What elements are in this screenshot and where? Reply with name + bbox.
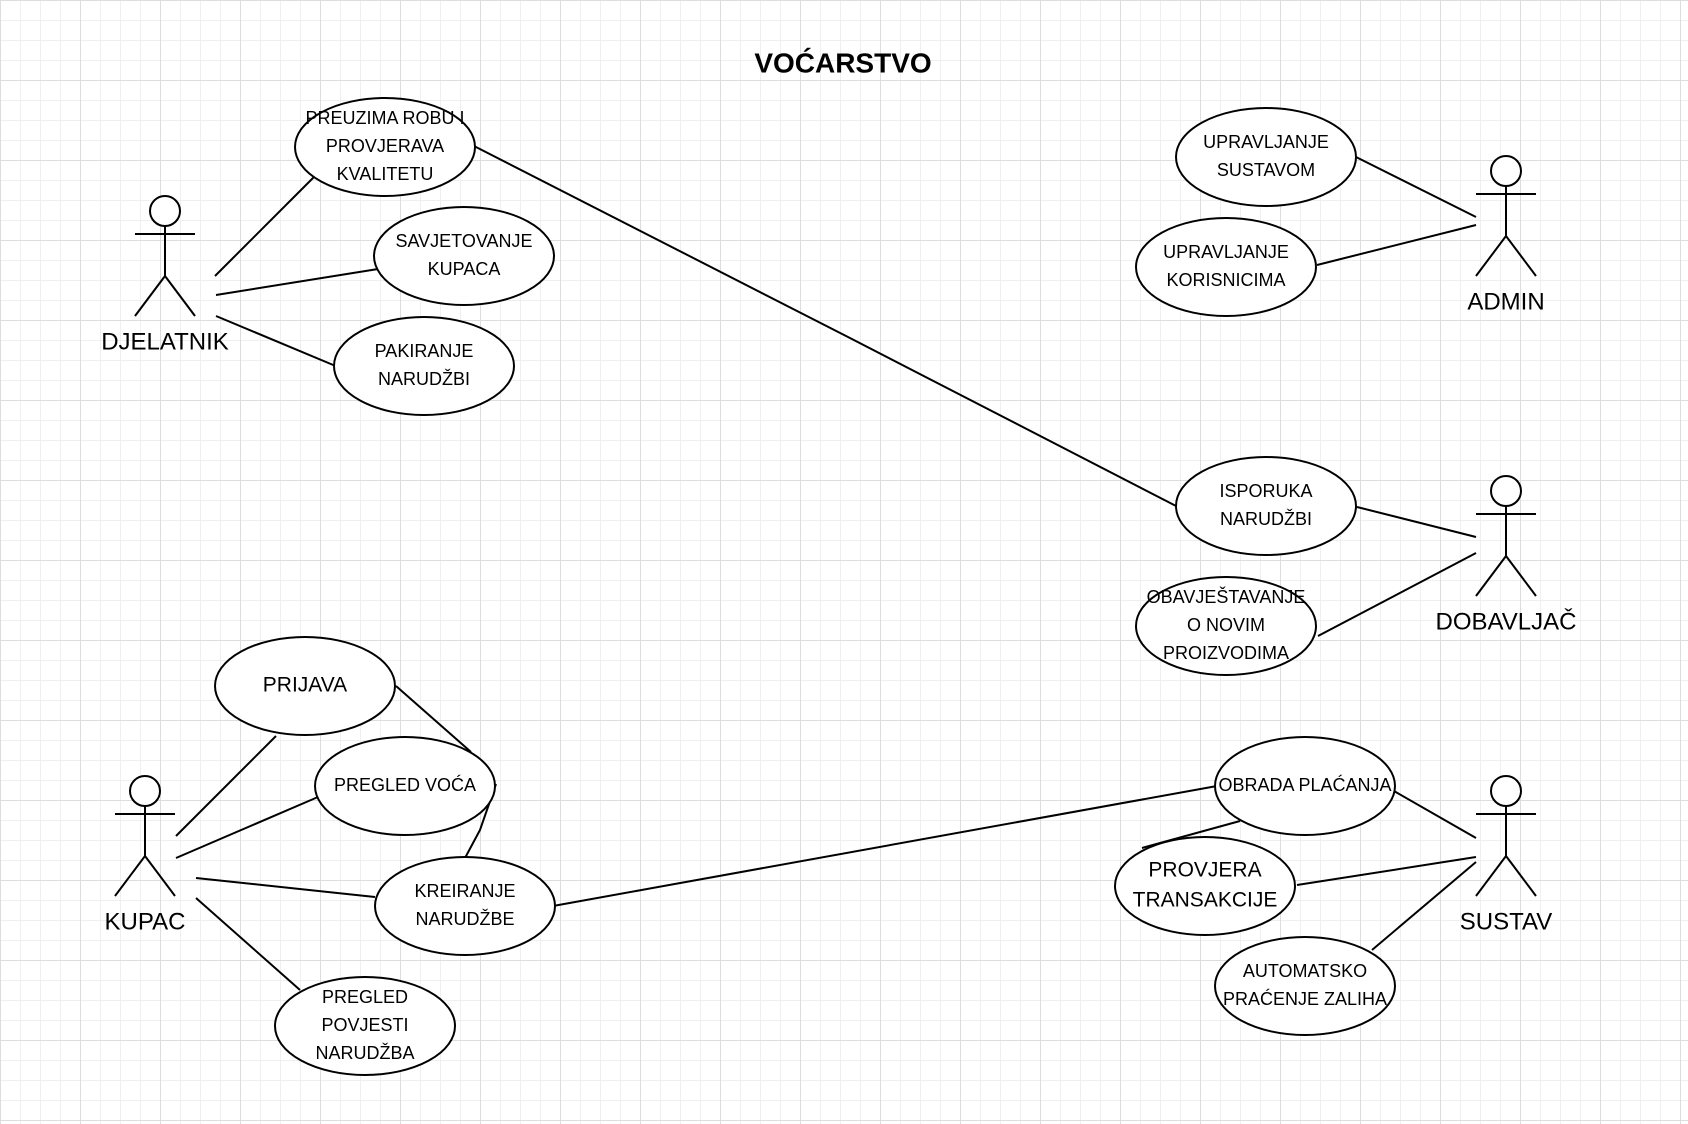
actor-figure-icon xyxy=(114,775,176,897)
edge-admin-upravljanje-sustavom[interactable] xyxy=(1355,156,1477,218)
use-case-label-line: AUTOMATSKO xyxy=(1243,961,1367,981)
use-case-upravljanje-korisnicima[interactable]: UPRAVLJANJE KORISNICIMA xyxy=(1135,217,1317,317)
use-case-label-line: KORISNICIMA xyxy=(1166,270,1285,290)
use-case-label-line: UPRAVLJANJE xyxy=(1163,242,1289,262)
use-case-prijava-label: PRIJAVA xyxy=(263,674,347,697)
edge-djelatnik-savjetovanje[interactable] xyxy=(215,268,379,296)
actor-figure-icon xyxy=(1475,775,1537,897)
use-case-label-line: PRIJAVA xyxy=(263,674,347,697)
use-case-label-line: NARUDŽBE xyxy=(415,909,514,929)
use-case-label-line: NARUDŽBI xyxy=(1220,509,1312,529)
use-case-obrada-placanja-label: OBRADA PLAĆANJA xyxy=(1218,774,1391,795)
associations xyxy=(175,145,1477,991)
edge-sustav-provjera[interactable] xyxy=(1296,856,1477,886)
use-case-label-line: OBRADA PLAĆANJA xyxy=(1218,774,1391,795)
use-case-obrada-placanja[interactable]: OBRADA PLAĆANJA xyxy=(1214,736,1396,836)
use-case-label-line: TRANSAKCIJE xyxy=(1133,889,1278,912)
use-case-label-line: PROVJERAVA xyxy=(326,136,444,156)
use-case-label-line: PRAĆENJE ZALIHA xyxy=(1223,988,1387,1009)
edge-dobavljac-obavjestavanje[interactable] xyxy=(1317,552,1477,637)
use-case-preuzima[interactable]: PREUZIMA ROBU I PROVJERAVA KVALITETU xyxy=(294,97,476,197)
use-case-label-line: PREUZIMA ROBU I xyxy=(305,108,464,128)
use-case-kreiranje[interactable]: KREIRANJE NARUDŽBE xyxy=(374,856,556,956)
actor-sustav[interactable]: SUSTAV xyxy=(1460,775,1552,935)
actor-djelatnik[interactable]: DJELATNIK xyxy=(101,195,229,355)
use-case-pracenje-zaliha-label: AUTOMATSKO PRAĆENJE ZALIHA xyxy=(1223,961,1387,1009)
actor-figure-icon xyxy=(1475,475,1537,597)
use-case-upravljanje-korisnicima-label: UPRAVLJANJE KORISNICIMA xyxy=(1163,242,1289,290)
use-case-label-line: KUPACA xyxy=(428,259,501,279)
use-case-label-line: OBAVJEŠTAVANJE xyxy=(1147,586,1306,607)
use-cases: PREUZIMA ROBU I PROVJERAVA KVALITETU SAVJE… xyxy=(214,97,1396,1076)
use-case-pregled-povijesti[interactable]: PREGLED POVJESTI NARUDŽBA xyxy=(274,976,456,1076)
use-case-pregled-voca-label: PREGLED VOĆA xyxy=(334,774,476,795)
use-case-pregled-voca[interactable]: PREGLED VOĆA xyxy=(314,736,496,836)
use-case-label-line: ISPORUKA xyxy=(1219,481,1312,501)
use-case-pracenje-zaliha[interactable]: AUTOMATSKO PRAĆENJE ZALIHA xyxy=(1214,936,1396,1036)
use-case-label-line: PROIZVODIMA xyxy=(1163,643,1289,663)
actor-figure-icon xyxy=(134,195,196,317)
actor-dobavljac-label: DOBAVLJAČ xyxy=(1436,607,1577,635)
use-case-isporuka[interactable]: ISPORUKA NARUDŽBI xyxy=(1175,456,1357,556)
use-case-upravljanje-sustavom[interactable]: UPRAVLJANJE SUSTAVOM xyxy=(1175,107,1357,207)
use-case-label-line: SUSTAVOM xyxy=(1217,160,1315,180)
use-case-provjera-transakcije-label: PROVJERA TRANSAKCIJE xyxy=(1133,859,1278,912)
actor-kupac[interactable]: KUPAC xyxy=(105,775,186,935)
use-case-label-line: NARUDŽBA xyxy=(315,1043,414,1063)
use-case-pregled-povijesti-label: PREGLED POVJESTI NARUDŽBA xyxy=(315,987,414,1063)
actor-kupac-label: KUPAC xyxy=(105,908,186,935)
actor-djelatnik-label: DJELATNIK xyxy=(101,328,229,355)
use-case-label-line: PREGLED xyxy=(322,987,408,1007)
edge-kreiranje-obrada[interactable] xyxy=(552,785,1218,907)
actor-figure-icon xyxy=(1475,155,1537,277)
actor-admin-label: ADMIN xyxy=(1467,288,1544,315)
use-case-label-line: UPRAVLJANJE xyxy=(1203,132,1329,152)
edge-sustav-obrada[interactable] xyxy=(1393,790,1477,839)
use-case-upravljanje-sustavom-label: UPRAVLJANJE SUSTAVOM xyxy=(1203,132,1329,180)
use-case-kreiranje-label: KREIRANJE NARUDŽBE xyxy=(414,881,515,929)
use-case-label-line: KREIRANJE xyxy=(414,881,515,901)
edge-djelatnik-preuzima[interactable] xyxy=(214,175,316,277)
actor-dobavljac[interactable]: DOBAVLJAČ xyxy=(1436,475,1577,635)
edge-prijava-kreiranje[interactable] xyxy=(395,685,472,753)
use-case-label-line: PROVJERA xyxy=(1148,859,1261,882)
use-case-isporuka-label: ISPORUKA NARUDŽBI xyxy=(1219,481,1312,529)
use-case-label-line: POVJESTI xyxy=(321,1015,408,1035)
use-case-label-line: PAKIRANJE xyxy=(375,341,474,361)
edge-djelatnik-pakiranje[interactable] xyxy=(215,315,339,368)
use-case-label-line: NARUDŽBI xyxy=(378,369,470,389)
use-case-savjetovanje[interactable]: SAVJETOVANJE KUPACA xyxy=(373,206,555,306)
use-case-provjera-transakcije[interactable]: PROVJERA TRANSAKCIJE xyxy=(1114,836,1296,936)
use-case-pakiranje[interactable]: PAKIRANJE NARUDŽBI xyxy=(333,316,515,416)
use-case-obavjestavanje-label: OBAVJEŠTAVANJE O NOVIM PROIZVODIMA xyxy=(1147,586,1306,663)
edge-preuzima-isporuka[interactable] xyxy=(473,145,1179,508)
edge-sustav-pracenje[interactable] xyxy=(1371,861,1477,951)
use-case-preuzima-label: PREUZIMA ROBU I PROVJERAVA KVALITETU xyxy=(305,108,464,184)
diagram-title: VOĆARSTVO xyxy=(754,47,931,78)
use-case-prijava[interactable]: PRIJAVA xyxy=(214,636,396,736)
use-case-label-line: SAVJETOVANJE xyxy=(395,231,532,251)
edge-kupac-prijava[interactable] xyxy=(175,735,277,837)
edge-kupac-kreiranje[interactable] xyxy=(195,877,376,898)
edge-kupac-pregled-povijesti[interactable] xyxy=(195,897,301,991)
edge-dobavljac-isporuka[interactable] xyxy=(1356,506,1477,538)
use-case-obavjestavanje[interactable]: OBAVJEŠTAVANJE O NOVIM PROIZVODIMA xyxy=(1135,576,1317,676)
actor-admin[interactable]: ADMIN xyxy=(1467,155,1545,315)
use-case-pakiranje-label: PAKIRANJE NARUDŽBI xyxy=(375,341,474,389)
edge-kupac-pregled-voca[interactable] xyxy=(175,796,319,859)
use-case-label-line: O NOVIM xyxy=(1187,615,1265,635)
use-case-label-line: KVALITETU xyxy=(337,164,434,184)
edge-admin-upravljanje-korisnicima[interactable] xyxy=(1316,224,1477,266)
use-case-savjetovanje-label: SAVJETOVANJE KUPACA xyxy=(395,231,532,279)
use-case-label-line: PREGLED VOĆA xyxy=(334,774,476,795)
actor-sustav-label: SUSTAV xyxy=(1460,908,1552,935)
